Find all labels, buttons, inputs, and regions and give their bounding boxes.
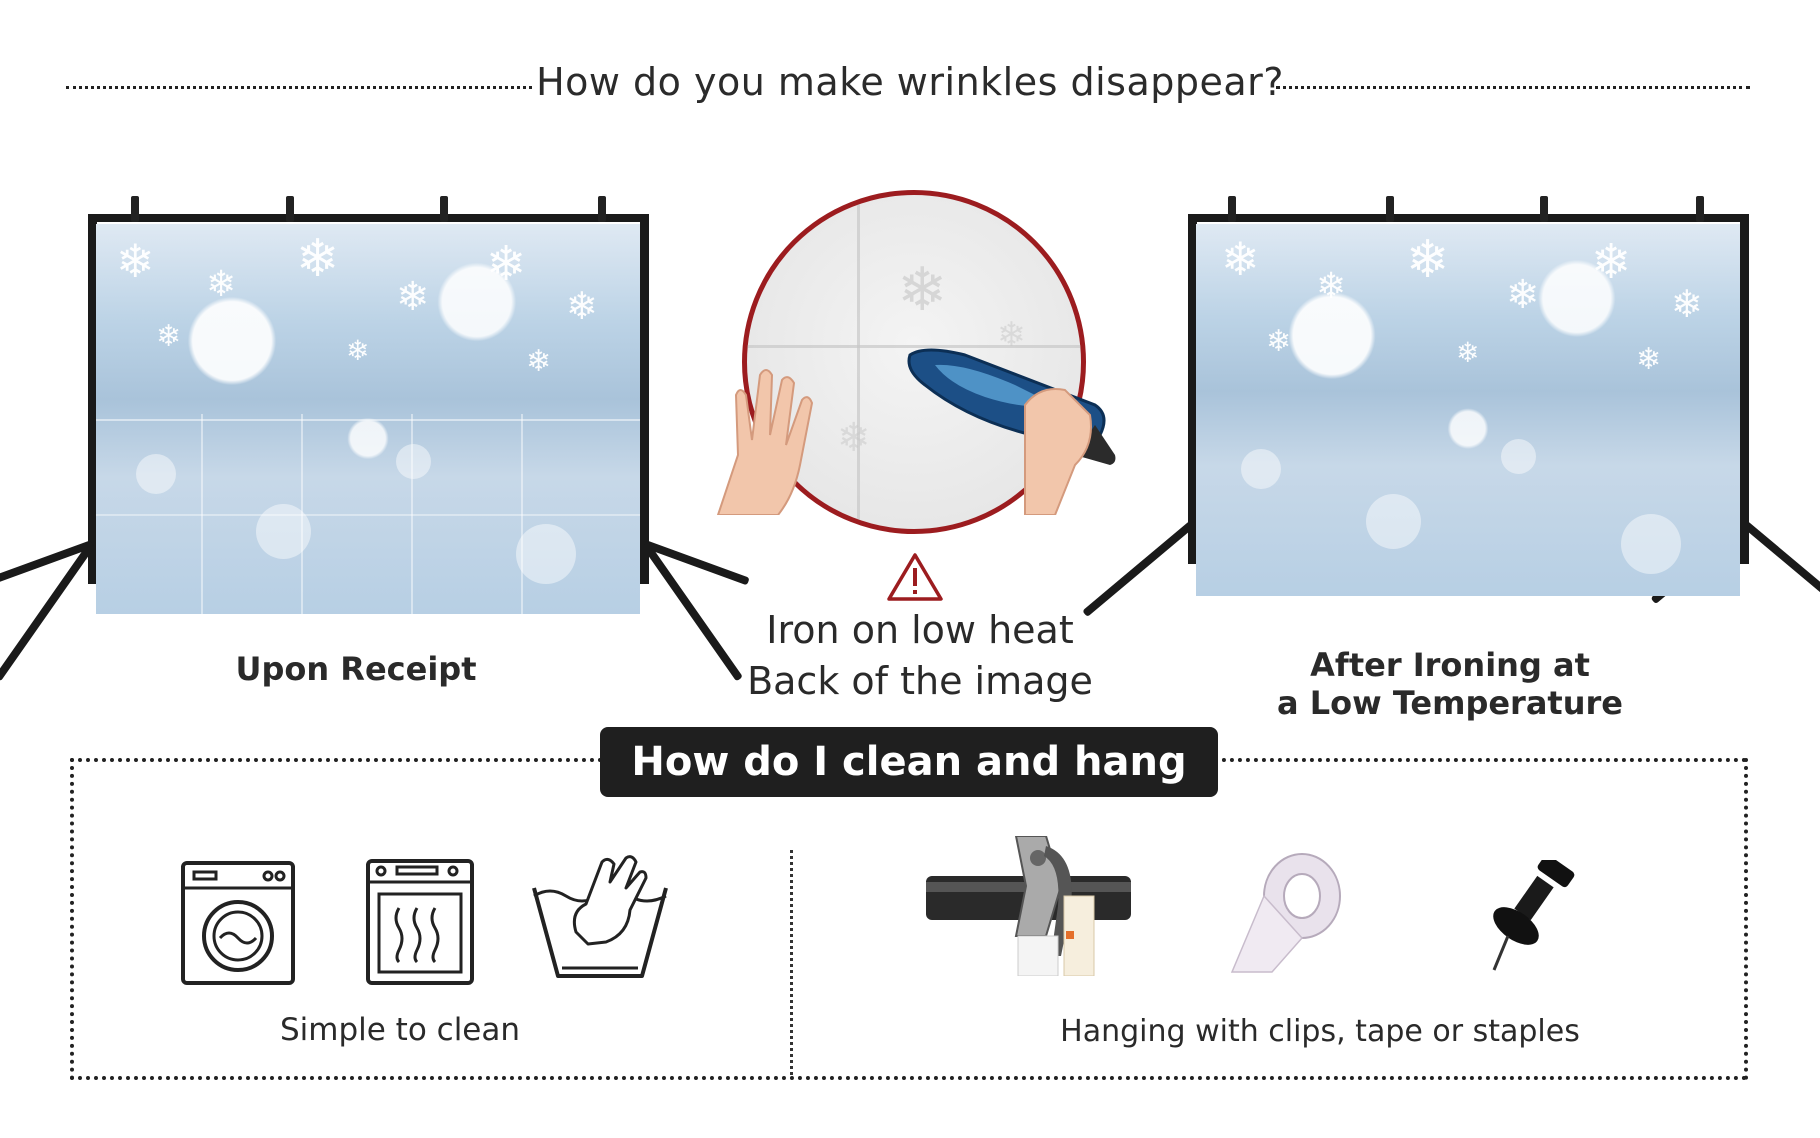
fold-crease xyxy=(96,419,640,421)
care-section-title: How do I clean and hang it? xyxy=(600,727,1218,855)
stand-pole-left xyxy=(88,214,97,584)
stand-bar-top xyxy=(88,214,648,222)
stand-clip xyxy=(1540,196,1548,222)
stand-clip xyxy=(1696,196,1704,222)
page-title: How do you make wrinkles disappear? xyxy=(536,60,1284,104)
snowflake-icon: ❄ xyxy=(396,274,430,320)
stand-bar-top xyxy=(1188,214,1748,222)
bokeh-light xyxy=(136,454,176,494)
clean-label: Simple to clean xyxy=(279,1012,521,1048)
caption-after-ironing-line2: a Low Temperature xyxy=(1277,684,1623,722)
bokeh-light xyxy=(1366,494,1421,549)
snowflake-icon: ❄ xyxy=(1456,336,1480,369)
stand-pole-right xyxy=(640,214,649,584)
fold-crease xyxy=(857,195,860,529)
dryer-icon xyxy=(366,859,474,985)
bokeh-light xyxy=(396,444,431,479)
pushpin-icon xyxy=(1492,860,1575,971)
snowflake-icon: ❄ xyxy=(837,415,871,461)
header-rule-left xyxy=(66,86,532,89)
header-rule-right xyxy=(1276,86,1750,89)
snowflake-icon: ❄ xyxy=(997,315,1026,355)
caption-upon-receipt: Upon Receipt xyxy=(235,650,477,688)
stand-clip xyxy=(1386,196,1394,222)
clip-icon xyxy=(926,836,1131,976)
fold-crease xyxy=(301,414,303,614)
stand-pole-left xyxy=(1188,214,1197,564)
hand-wash-icon xyxy=(532,855,668,978)
snowflake-icon: ❄ xyxy=(897,255,948,325)
stand-clip xyxy=(598,196,606,222)
snowflake-icon: ❄ xyxy=(1636,342,1662,377)
stand-leg xyxy=(1082,520,1195,618)
snowflake-icon: ❄ xyxy=(116,234,155,288)
tape-icon xyxy=(1230,853,1341,973)
stand-clip xyxy=(286,196,294,222)
warning-icon xyxy=(887,553,943,601)
snowflake-icon: ❄ xyxy=(1406,230,1450,290)
stand-leg xyxy=(1742,520,1820,624)
snowflake-icon: ❄ xyxy=(206,264,237,305)
care-section-divider xyxy=(790,850,793,1075)
snowflake-icon: ❄ xyxy=(526,344,552,379)
snowflake-icon: ❄ xyxy=(296,229,340,289)
bokeh-light xyxy=(1621,514,1681,574)
snowflake-backdrop-image: ❄ ❄ ❄ ❄ ❄ ❄ ❄ ❄ ❄ xyxy=(96,224,640,614)
fold-crease xyxy=(747,345,1081,348)
fold-crease xyxy=(521,414,523,614)
stand-clip xyxy=(440,196,448,222)
snowflake-icon: ❄ xyxy=(566,284,598,328)
snowflake-icon: ❄ xyxy=(486,236,527,292)
snowflake-icon: ❄ xyxy=(1221,232,1260,286)
bokeh-light xyxy=(1501,439,1536,474)
fold-crease xyxy=(411,414,413,614)
snowflake-backdrop-image: ❄ ❄ ❄ ❄ ❄ ❄ ❄ ❄ ❄ xyxy=(1196,224,1740,596)
bokeh-light xyxy=(516,524,576,584)
backdrop-after-ironing: ❄ ❄ ❄ ❄ ❄ ❄ ❄ ❄ ❄ xyxy=(1082,190,1820,680)
iron-instruction-line1: Iron on low heat xyxy=(766,608,1074,652)
snowflake-icon: ❄ xyxy=(1591,234,1632,290)
fold-crease xyxy=(201,414,203,614)
iron-instruction-line2: Back of the image xyxy=(747,659,1093,703)
stand-clip xyxy=(131,196,139,222)
snowflake-icon: ❄ xyxy=(1506,272,1540,318)
snowflake-icon: ❄ xyxy=(1316,266,1347,307)
stand-clip xyxy=(1228,196,1236,222)
iron-icon xyxy=(907,348,1116,515)
bokeh-light xyxy=(1241,449,1281,489)
snowflake-icon: ❄ xyxy=(156,319,182,354)
stand-pole-right xyxy=(1740,214,1749,564)
snowflake-icon: ❄ xyxy=(1671,282,1703,326)
hand-icon xyxy=(716,369,814,515)
fold-crease xyxy=(96,514,640,516)
hanging-label: Hanging with clips, tape or staples xyxy=(1060,1014,1580,1049)
caption-after-ironing-line1: After Ironing at xyxy=(1310,646,1590,684)
backdrop-before-ironing: ❄ ❄ ❄ ❄ ❄ ❄ ❄ ❄ ❄ xyxy=(0,190,750,682)
washing-machine-icon xyxy=(181,861,295,985)
snowflake-icon: ❄ xyxy=(1266,324,1292,359)
snowflake-icon: ❄ xyxy=(346,334,370,367)
bokeh-light xyxy=(256,504,311,559)
